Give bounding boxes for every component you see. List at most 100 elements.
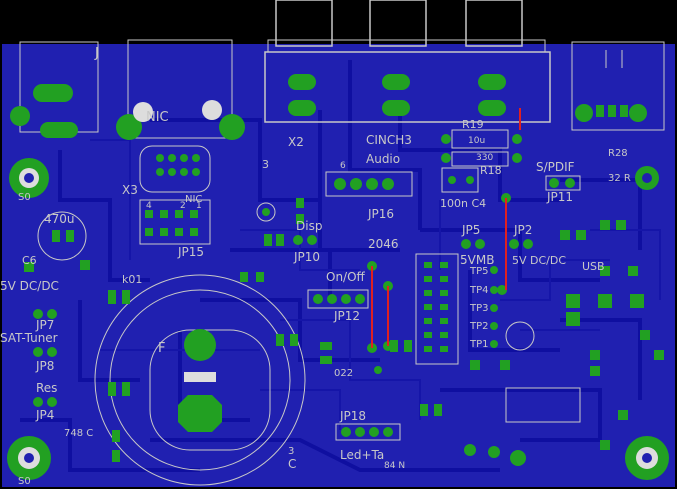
label-5vmb: 5VMB bbox=[460, 253, 494, 267]
jp5-header bbox=[461, 239, 485, 249]
label-022: 022 bbox=[334, 368, 353, 379]
jp4-header bbox=[33, 397, 57, 407]
label-usb: USB bbox=[582, 260, 605, 273]
label-disp: Disp bbox=[296, 219, 322, 233]
mounting-hole-br bbox=[625, 436, 669, 480]
mounting-hole-tr bbox=[635, 166, 659, 190]
board-substrate bbox=[2, 44, 675, 487]
inductor-outline bbox=[94, 274, 306, 486]
airwires bbox=[371, 108, 521, 348]
label-5v-dcdc-r: 5V DC/DC bbox=[512, 254, 566, 267]
label-jp8: JP8 bbox=[35, 359, 54, 373]
cinch-jack-1 bbox=[275, 0, 333, 47]
label-jp4: JP4 bbox=[35, 408, 54, 422]
label-tp1: TP1 bbox=[469, 339, 489, 350]
thin-trace-group bbox=[90, 139, 661, 430]
label-c4: 100n C4 bbox=[440, 197, 486, 210]
jp2-header bbox=[509, 239, 533, 249]
ic-socket bbox=[415, 253, 459, 365]
osc-circle bbox=[505, 321, 535, 351]
smd-pads bbox=[24, 198, 664, 462]
label-470u: 470u bbox=[44, 212, 75, 226]
label-jp10: JP10 bbox=[293, 250, 320, 264]
jp18-header bbox=[335, 423, 401, 441]
label-tp2: TP2 bbox=[469, 321, 489, 332]
trimmer bbox=[256, 202, 276, 222]
jp10-header bbox=[293, 235, 317, 245]
usb-header-pads bbox=[566, 266, 644, 326]
label-5v-dcdc-l: 5V DC/DC bbox=[0, 279, 59, 293]
label-jp5: JP5 bbox=[461, 223, 480, 237]
mounting-hole-bl bbox=[7, 436, 51, 480]
cinch-pads bbox=[288, 74, 506, 116]
label-pin-3: 3 bbox=[288, 446, 294, 457]
inductor-inner-outline bbox=[109, 289, 291, 471]
label-on-off: On/Off bbox=[326, 270, 366, 284]
label-s0-top: S0 bbox=[18, 192, 31, 203]
fuse-body bbox=[149, 329, 271, 451]
label-x2: X2 bbox=[288, 135, 304, 149]
label-2046: 2046 bbox=[368, 237, 399, 251]
label-s0-bottom: S0 bbox=[18, 476, 31, 487]
label-cinch: CINCH3 bbox=[366, 133, 412, 147]
label-r28: R28 bbox=[608, 148, 628, 159]
label-pin-4: 4 bbox=[146, 201, 152, 211]
nic-outline bbox=[127, 39, 233, 139]
jp11-header bbox=[545, 175, 581, 191]
label-jp15: JP15 bbox=[177, 245, 204, 259]
lower-ic bbox=[505, 387, 581, 423]
test-points bbox=[490, 266, 498, 348]
r19-resistor bbox=[441, 129, 522, 149]
label-pin-1: 1 bbox=[196, 201, 202, 211]
c4-capacitor bbox=[441, 167, 479, 193]
label-r18: R18 bbox=[480, 164, 502, 177]
label-j: J bbox=[94, 46, 99, 61]
label-jp7: JP7 bbox=[35, 318, 54, 332]
cinch-jack-2 bbox=[369, 0, 427, 47]
fuse-pads bbox=[178, 329, 222, 432]
label-nic-top: NIC bbox=[146, 110, 169, 125]
mounting-hole-tl bbox=[9, 158, 49, 198]
label-led-ta: Led+Ta bbox=[340, 448, 384, 462]
label-748: 748 C bbox=[64, 428, 93, 439]
jp8-header bbox=[33, 347, 57, 357]
label-x3: X3 bbox=[122, 183, 138, 197]
label-val-1uu: 10u bbox=[468, 136, 485, 146]
jp16-header bbox=[325, 171, 413, 197]
label-audio: Audio bbox=[366, 152, 400, 166]
cap-470u-pad-2 bbox=[66, 230, 74, 242]
cap-470u-outline bbox=[37, 211, 87, 261]
nic-pin-header bbox=[139, 199, 211, 245]
label-tp5: TP5 bbox=[469, 266, 489, 277]
jp7-header bbox=[33, 309, 57, 319]
r18-resistor bbox=[441, 151, 522, 167]
nic-socket bbox=[139, 145, 211, 193]
nic-mount-pads bbox=[116, 100, 245, 140]
label-r32: 32 R bbox=[608, 173, 631, 184]
trace-group bbox=[20, 60, 642, 472]
label-pin-2: 2 bbox=[180, 201, 186, 211]
label-r19: R19 bbox=[462, 118, 484, 131]
label-pin-6: 6 bbox=[340, 161, 346, 171]
label-pin-3b: 3 bbox=[262, 158, 269, 171]
label-jp2: JP2 bbox=[513, 223, 532, 237]
cinch-jack-3 bbox=[465, 0, 523, 47]
label-jp12: JP12 bbox=[333, 309, 360, 323]
label-k01: k01 bbox=[122, 273, 142, 286]
label-c: C bbox=[288, 457, 296, 471]
label-jp18: JP18 bbox=[339, 409, 366, 423]
label-nic-conn: NIC bbox=[185, 194, 202, 205]
label-val-330: 330 bbox=[476, 153, 493, 163]
label-jp16: JP16 bbox=[367, 207, 394, 221]
jp12-header bbox=[307, 289, 369, 309]
label-c6: C6 bbox=[22, 254, 37, 267]
label-tp3: TP3 bbox=[469, 303, 489, 314]
cinch-flange bbox=[267, 39, 546, 53]
power-jack-pads bbox=[10, 84, 78, 138]
label-sat-tuner: SAT-Tuner bbox=[0, 331, 58, 345]
usb-jack-outline bbox=[571, 41, 665, 131]
buzzer-pads bbox=[464, 444, 526, 466]
label-tp4: TP4 bbox=[469, 285, 489, 296]
label-84n: 84 N bbox=[384, 461, 405, 471]
